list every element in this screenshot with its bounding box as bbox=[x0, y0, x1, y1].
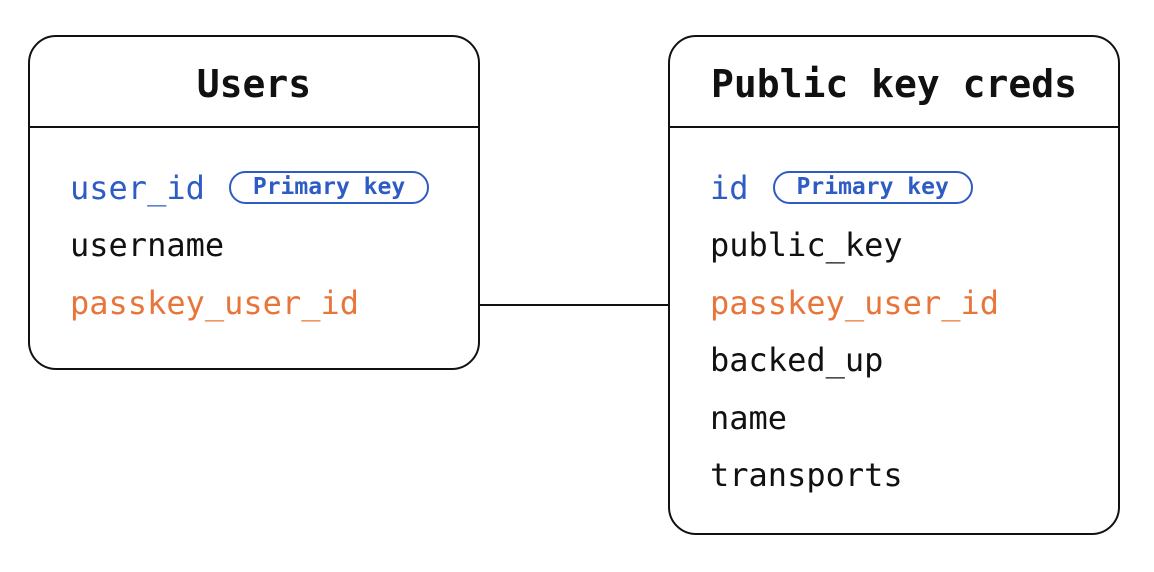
field-row-public-key: public_key bbox=[710, 217, 1108, 275]
table-public-key-creds-fields: id Primary key public_key passkey_user_i… bbox=[670, 128, 1118, 504]
field-name-id: id bbox=[710, 168, 749, 207]
field-row-username: username bbox=[70, 217, 468, 275]
field-row-user-id: user_id Primary key bbox=[70, 159, 468, 217]
field-row-passkey-user-id: passkey_user_id bbox=[710, 274, 1108, 332]
table-public-key-creds-title: Public key creds bbox=[670, 37, 1118, 128]
field-row-backed-up: backed_up bbox=[710, 332, 1108, 390]
field-name-public-key: public_key bbox=[710, 226, 903, 265]
table-public-key-creds: Public key creds id Primary key public_k… bbox=[668, 35, 1120, 535]
field-name-username: username bbox=[70, 226, 225, 265]
table-users: Users user_id Primary key username passk… bbox=[28, 35, 480, 370]
field-row-passkey-user-id: passkey_user_id bbox=[70, 274, 468, 332]
table-users-fields: user_id Primary key username passkey_use… bbox=[30, 128, 478, 332]
relation-line bbox=[480, 304, 668, 306]
field-row-transports: transports bbox=[710, 447, 1108, 505]
field-name-passkey-user-id: passkey_user_id bbox=[710, 283, 999, 322]
field-row-name: name bbox=[710, 389, 1108, 447]
field-name-backed-up: backed_up bbox=[710, 341, 884, 380]
field-row-id: id Primary key bbox=[710, 159, 1108, 217]
field-name-name: name bbox=[710, 398, 788, 437]
field-name-passkey-user-id: passkey_user_id bbox=[70, 283, 359, 322]
table-users-title: Users bbox=[30, 37, 478, 128]
field-name-transports: transports bbox=[710, 456, 903, 495]
primary-key-badge: Primary key bbox=[228, 171, 430, 205]
field-name-user-id: user_id bbox=[70, 168, 205, 207]
primary-key-badge: Primary key bbox=[772, 171, 973, 205]
